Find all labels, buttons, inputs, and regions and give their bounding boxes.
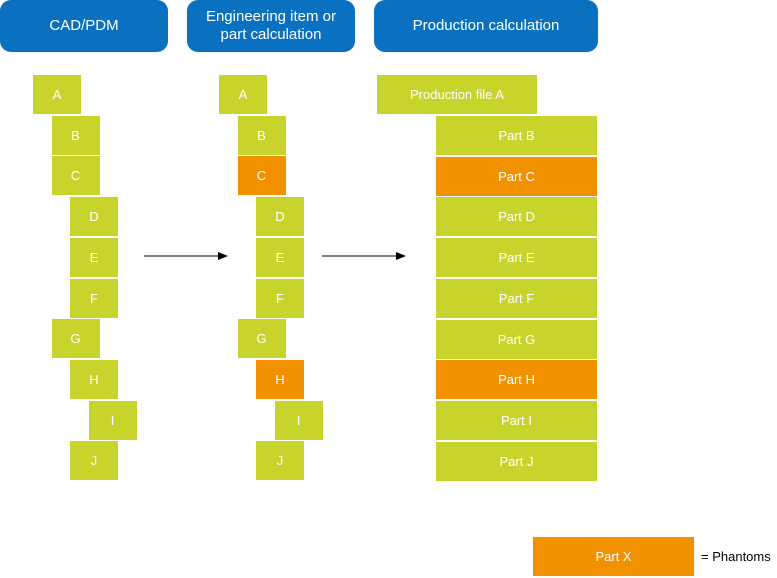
cad-item-b: B: [51, 115, 100, 155]
cad-item-e: E: [70, 237, 118, 277]
production-part-label: Part I: [500, 412, 533, 428]
engineering-item-g: G: [237, 319, 286, 359]
engineering-item-label: C: [256, 168, 267, 184]
cad-item-label: F: [90, 290, 98, 306]
engineering-item-e: E: [256, 237, 304, 277]
cad-item-d: D: [70, 197, 118, 237]
header-engineering: Engineering item or part calculation: [187, 0, 355, 52]
production-file-box: Production file A: [377, 75, 537, 114]
header-cad-pdm: CAD/PDM: [0, 0, 168, 52]
legend-phantom-box-label: Part X: [595, 549, 632, 564]
engineering-item-label: G: [256, 331, 267, 347]
cad-item-label: A: [52, 87, 62, 102]
engineering-item-label: H: [275, 371, 285, 387]
production-part-i: Part I: [436, 400, 597, 440]
engineering-item-label: J: [276, 453, 284, 469]
cad-item-h: H: [70, 359, 118, 399]
cad-item-f: F: [70, 278, 118, 318]
arrow-engineering-to-production: [322, 252, 406, 260]
production-part-g: Part G: [436, 319, 597, 359]
engineering-item-a: A: [219, 75, 267, 114]
production-file-label: Production file A: [410, 87, 504, 102]
engineering-item-label: B: [257, 127, 266, 143]
cad-item-label: I: [110, 412, 115, 428]
engineering-item-label: E: [275, 249, 285, 265]
legend-phantom-box: Part X: [533, 537, 694, 576]
production-part-label: Part C: [498, 168, 535, 184]
production-part-label: Part F: [498, 290, 535, 306]
production-part-label: Part J: [499, 453, 534, 469]
cad-item-label: J: [90, 453, 98, 469]
production-part-b: Part B: [436, 116, 597, 155]
cad-item-i: I: [88, 400, 137, 440]
header-cad-pdm-label: CAD/PDM: [49, 17, 119, 34]
production-part-c: Part C: [436, 156, 597, 196]
production-part-d: Part D: [436, 197, 597, 237]
production-part-j: Part J: [436, 441, 597, 481]
production-part-label: Part E: [498, 250, 535, 266]
engineering-item-f: F: [256, 278, 304, 318]
engineering-item-label: I: [296, 412, 301, 428]
arrow-cad-to-engineering: [144, 252, 228, 260]
engineering-item-label: F: [276, 290, 284, 306]
production-part-label: Part D: [498, 209, 535, 225]
production-part-label: Part G: [497, 331, 536, 347]
header-production: Production calculation: [374, 0, 598, 52]
engineering-item-b: B: [237, 115, 286, 155]
cad-item-label: H: [89, 371, 99, 387]
header-engineering-label: Engineering item or part calculation: [205, 8, 337, 43]
production-part-f: Part F: [436, 278, 597, 318]
production-part-e: Part E: [436, 238, 597, 278]
cad-item-c: C: [51, 156, 100, 196]
cad-item-a: A: [33, 75, 81, 114]
header-production-label: Production calculation: [412, 17, 560, 34]
production-part-label: Part B: [498, 128, 535, 143]
engineering-item-label: D: [275, 209, 285, 225]
cad-item-label: E: [89, 249, 99, 265]
cad-item-label: D: [89, 209, 99, 225]
engineering-item-h: H: [256, 359, 304, 399]
engineering-item-d: D: [256, 197, 304, 237]
engineering-item-j: J: [256, 441, 304, 481]
engineering-item-i: I: [274, 400, 323, 440]
cad-item-label: C: [70, 168, 81, 184]
cad-item-label: B: [71, 127, 80, 143]
cad-item-label: G: [70, 331, 81, 347]
cad-item-j: J: [70, 441, 118, 481]
production-part-label: Part H: [498, 372, 535, 388]
engineering-item-c: C: [237, 156, 286, 196]
legend-phantoms-text: = Phantoms: [701, 549, 771, 564]
production-part-h: Part H: [436, 360, 597, 400]
cad-item-g: G: [51, 319, 100, 359]
engineering-item-label: A: [238, 87, 248, 102]
